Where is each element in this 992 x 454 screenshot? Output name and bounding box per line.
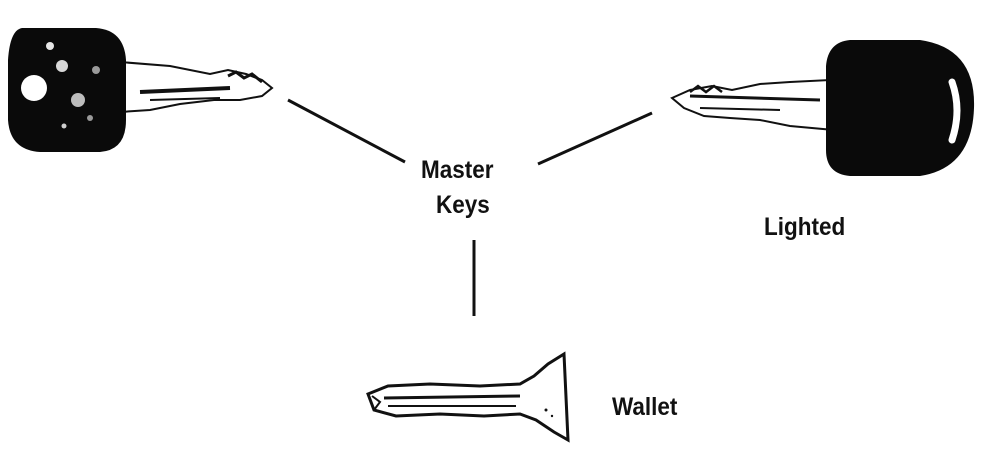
connector-line-lighted [537, 111, 653, 166]
master-keys-label-line1: Master [421, 156, 494, 184]
lighted-key-icon [670, 40, 975, 176]
wallet-label: Wallet [612, 393, 678, 421]
connector-line-remote [287, 98, 406, 164]
remote-key-icon [8, 28, 274, 152]
wallet-key-icon [366, 351, 570, 443]
lighted-label: Lighted [764, 213, 846, 241]
master-keys-label-line2: Keys [436, 191, 490, 219]
